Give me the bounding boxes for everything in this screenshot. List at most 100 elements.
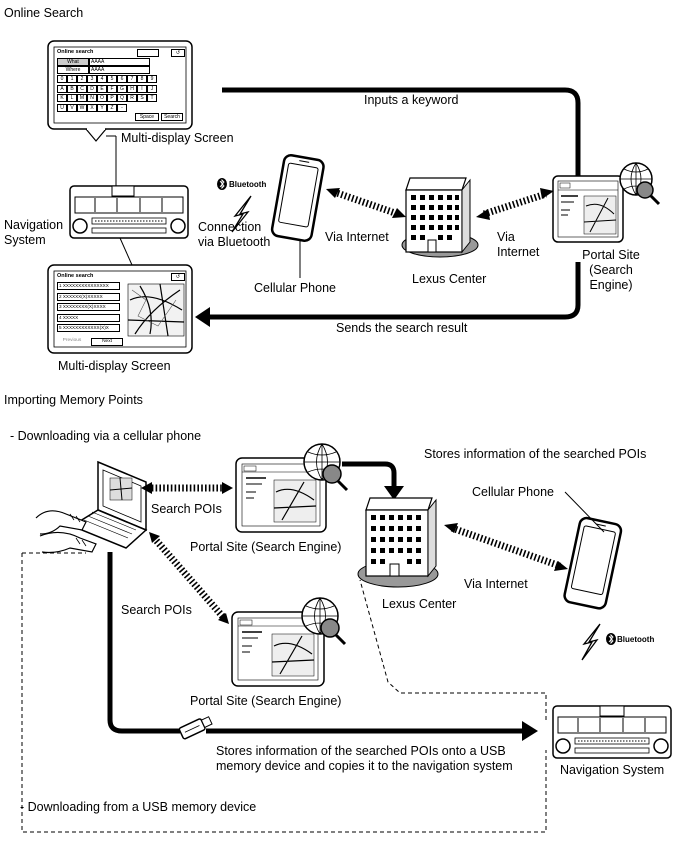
sends-result-arrow: [208, 262, 581, 320]
keyboard-key[interactable]: H: [127, 84, 137, 93]
via-internet-label-left: Via Internet: [325, 230, 389, 244]
result-row[interactable]: 5 XXXXXXXXXXXX(X)X: [57, 324, 120, 332]
search-link-lower: [149, 532, 229, 624]
sends-result-label: Sends the search result: [336, 321, 468, 335]
navigation-label-line2: System: [4, 233, 46, 247]
keyboard-key[interactable]: X: [87, 103, 97, 112]
bluetooth-label-top: Bluetooth: [229, 180, 267, 189]
keyboard-key[interactable]: Y: [97, 103, 107, 112]
keyboard-key[interactable]: F: [107, 84, 117, 93]
lexus-center-building-bottom: [357, 497, 439, 588]
search-pois-label-lower: Search POIs: [121, 603, 192, 617]
section-online-search: Online Search: [4, 6, 84, 20]
next-button[interactable]: Next: [91, 338, 123, 346]
keyboard-key[interactable]: J: [147, 84, 157, 93]
keyboard-key[interactable]: -: [117, 103, 127, 112]
keyboard-key[interactable]: S: [137, 94, 147, 102]
keyboard-key[interactable]: 3: [87, 75, 97, 83]
where-input[interactable]: AAAA: [89, 66, 150, 74]
cellular-phone-label-bottom: Cellular Phone: [472, 485, 554, 499]
keyboard-key[interactable]: 0: [57, 75, 67, 83]
via-internet-label-bottom: Via Internet: [464, 577, 528, 591]
navigation-unit-bottom: [552, 705, 672, 759]
search-pois-label-top: Search POIs: [151, 502, 222, 516]
keyboard-key[interactable]: 8: [137, 75, 147, 83]
result-row[interactable]: 4 XXXXX: [57, 313, 120, 322]
keyboard-key[interactable]: A: [57, 84, 67, 93]
keyboard-key[interactable]: 7: [127, 75, 137, 83]
bluetooth-label-bottom: Bluetooth: [617, 635, 655, 644]
inputs-keyword-arrow: [222, 87, 581, 178]
search-key[interactable]: Search: [161, 113, 183, 121]
keyboard-key[interactable]: E: [97, 84, 107, 93]
portal-label-line2: (Search: [589, 263, 633, 277]
lexus-center-label-top: Lexus Center: [412, 272, 487, 286]
keyboard-key[interactable]: 4: [97, 75, 107, 83]
keyboard-key[interactable]: Z: [107, 103, 117, 112]
keyboard-key[interactable]: Q: [117, 94, 127, 102]
laptop-user: [35, 460, 148, 554]
lower-screen-title: Online search: [57, 273, 94, 279]
keyboard-key[interactable]: B: [67, 84, 77, 93]
connection-label-line1: Connection: [198, 220, 262, 234]
via-internet-label-right-line1: Via: [497, 230, 515, 244]
keyboard-key[interactable]: K: [57, 94, 67, 102]
keyboard-key[interactable]: 5: [107, 75, 117, 83]
bluetooth-zigzag-top: [231, 195, 252, 233]
lower-screen-ui: Online search ↺ 1 XXXXXXXXXXXXXXX 2 XXXXX…: [55, 272, 185, 346]
result-row[interactable]: 1 XXXXXXXXXXXXXXX: [57, 282, 120, 290]
portal-label-mid: Portal Site (Search Engine): [190, 540, 342, 554]
sends-result-arrowhead: [195, 307, 210, 327]
portal-site-tablet-lower: [231, 611, 325, 687]
globe-search-icon-lower: [301, 597, 347, 646]
portal-site-tablet-mid: [235, 457, 327, 533]
keyboard-key[interactable]: L: [67, 94, 77, 102]
keyboard-key[interactable]: O: [97, 94, 107, 102]
portal-label-lower: Portal Site (Search Engine): [190, 694, 342, 708]
upper-screen-options-button[interactable]: [137, 49, 159, 57]
cellular-phone-top: [270, 153, 325, 242]
back-icon[interactable]: ↺: [171, 273, 185, 281]
bluetooth-zigzag-bottom: [581, 623, 601, 661]
keyboard-key[interactable]: R: [127, 94, 137, 102]
what-label: What: [57, 58, 89, 66]
what-input[interactable]: AAAA: [89, 58, 150, 66]
back-icon[interactable]: ↺: [171, 49, 185, 57]
usb-memory-stick: [178, 716, 213, 740]
keyboard-key[interactable]: 2: [77, 75, 87, 83]
keyboard-key[interactable]: P: [107, 94, 117, 102]
keyboard-key[interactable]: G: [117, 84, 127, 93]
keyboard-key[interactable]: D: [87, 84, 97, 93]
portal-label-line3: Engine): [589, 278, 633, 292]
keyboard-key[interactable]: C: [77, 84, 87, 93]
keyboard-key[interactable]: 9: [147, 75, 157, 83]
space-key[interactable]: Space: [135, 113, 159, 121]
multi-display-label-upper: Multi-display Screen: [121, 131, 234, 145]
keyboard-key[interactable]: T: [147, 94, 157, 102]
keyboard-key[interactable]: N: [87, 94, 97, 102]
navigation-system-label-bottom: Navigation System: [560, 763, 665, 777]
result-row[interactable]: 3 XXXXXXXX(X)XXXX: [57, 303, 120, 311]
search-link-top: [141, 482, 233, 494]
internet-link-bottom: [444, 523, 568, 571]
keyboard-key[interactable]: 1: [67, 75, 77, 83]
keyboard-key[interactable]: W: [77, 103, 87, 112]
keyboard-key[interactable]: 6: [117, 75, 127, 83]
section-importing: Importing Memory Points: [4, 393, 143, 407]
keyboard-key[interactable]: V: [67, 103, 77, 112]
previous-button[interactable]: Previous: [62, 338, 82, 343]
bluetooth-badge-top: [217, 178, 227, 190]
portal-label-line1: Portal Site: [582, 248, 640, 262]
keyboard-key[interactable]: U: [57, 103, 67, 112]
bluetooth-badge-bottom: [606, 633, 616, 645]
keyboard-key[interactable]: M: [77, 94, 87, 102]
keyboard-key[interactable]: I: [137, 84, 147, 93]
connection-label-line2: via Bluetooth: [198, 235, 271, 249]
usb-copy-arrow: [107, 552, 180, 734]
result-row[interactable]: 2 XXXXXX(X)XXXXX: [57, 292, 120, 301]
section-via-phone: - Downloading via a cellular phone: [10, 429, 202, 443]
stores-info-label: Stores information of the searched POIs: [424, 447, 647, 461]
lexus-center-label-bottom: Lexus Center: [382, 597, 457, 611]
